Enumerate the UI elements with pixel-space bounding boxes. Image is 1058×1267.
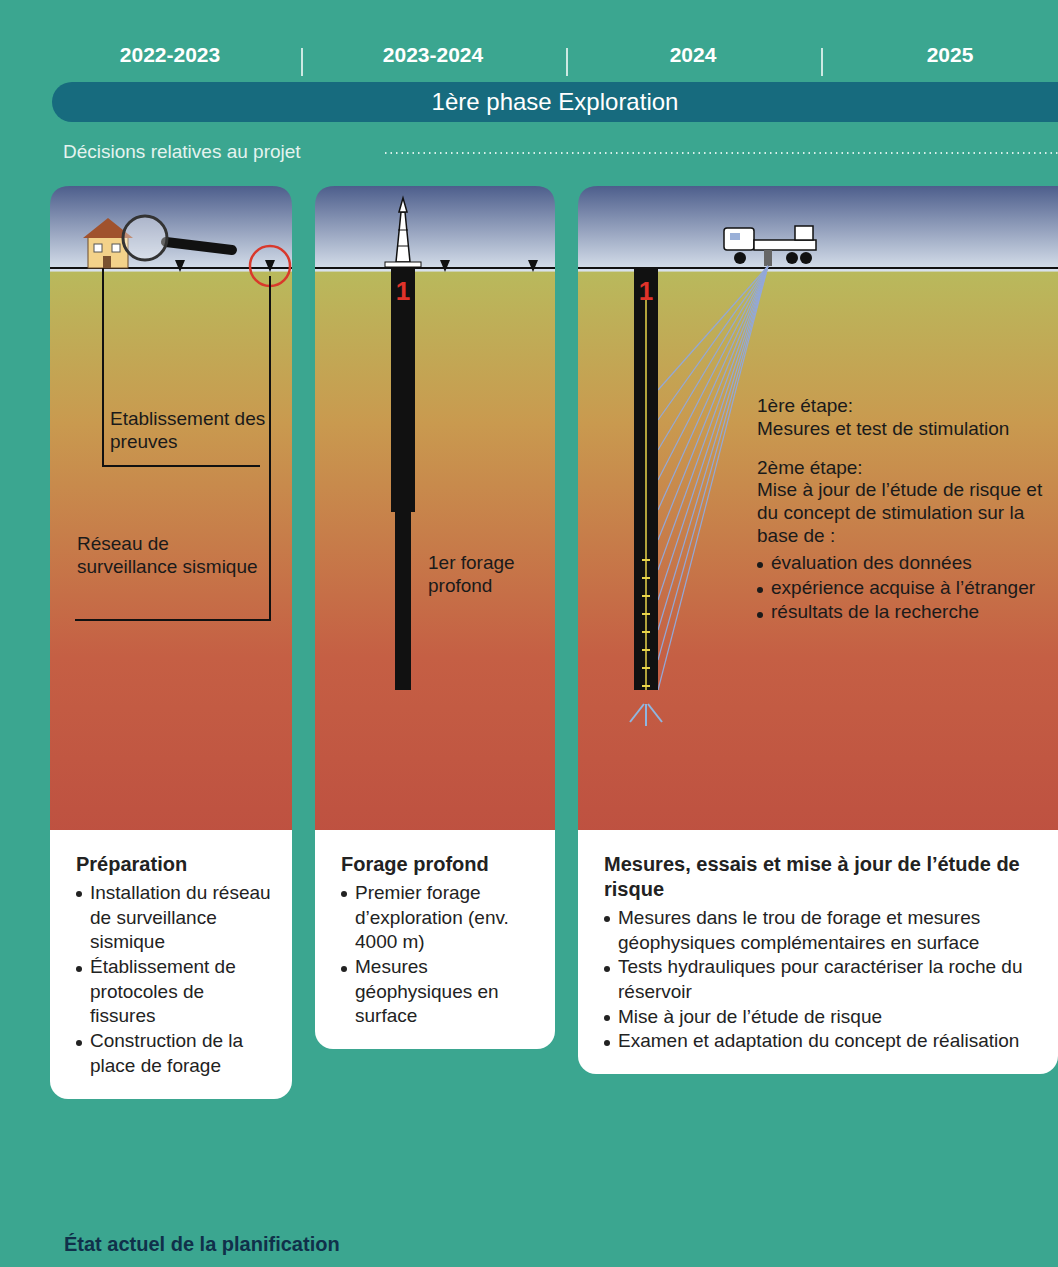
step-text: Mesures et test de stimulation	[757, 418, 1047, 441]
footer-note: État actuel de la planification	[64, 1232, 664, 1256]
truck-box	[795, 226, 813, 240]
step-label: 1ère étape:	[757, 395, 1047, 418]
derrick-strut	[397, 246, 409, 247]
borehole	[634, 268, 658, 690]
borehole	[391, 268, 415, 512]
sensor-mark	[642, 559, 650, 561]
illustration-label: Etablissement des preuves	[110, 408, 280, 454]
derrick-top	[399, 198, 407, 212]
panel-ground	[578, 186, 1058, 860]
bullet-item: Tests hydrauliques pour caractériser la …	[604, 955, 1038, 1004]
bullet-item: Établissement de protocoles de fissures	[76, 955, 272, 1029]
magnifier-icon	[123, 216, 232, 260]
year-label: 2022-2023	[90, 42, 250, 67]
step-card: PréparationInstallation du réseau de sur…	[50, 830, 292, 1099]
sensor-mark	[642, 577, 650, 579]
callout-number: 1	[391, 276, 415, 307]
borehole	[395, 510, 411, 690]
signal-ray	[658, 266, 768, 630]
separator	[301, 48, 303, 76]
step-card: Forage profondPremier forage d’explorati…	[315, 830, 555, 1049]
phase-title: 1ère phase Exploration	[432, 88, 679, 116]
sensor-mark	[642, 595, 650, 597]
sensor-marks	[642, 560, 650, 686]
panel-ground	[50, 186, 292, 860]
ground-line	[315, 267, 555, 269]
card-heading: Forage profond	[341, 852, 535, 877]
section-note: Décisions relatives au projet	[63, 141, 381, 164]
seismic-stations	[175, 260, 538, 272]
signal-ray	[658, 266, 768, 510]
signal-ray	[658, 266, 768, 540]
bullet-item: Examen et adaptation du concept de réali…	[604, 1029, 1038, 1054]
step-bullet: évaluation des données	[757, 552, 1052, 575]
wheel	[734, 252, 746, 264]
measurement-truck	[724, 226, 816, 266]
callout-number: 1	[634, 276, 658, 307]
window	[94, 244, 102, 252]
card-heading: Mesures, essais et mise à jour de l’étud…	[604, 852, 1038, 902]
truck-sensor	[764, 250, 772, 266]
signal-ray	[658, 266, 768, 420]
sensor-mark	[642, 613, 650, 615]
bullet-item: Mesures géophysiques en surface	[341, 955, 535, 1029]
step-label: 2ème étape:	[757, 457, 1047, 480]
sensor-mark	[642, 685, 650, 687]
truck-cab	[724, 228, 754, 250]
station-triangle	[440, 260, 450, 272]
bullet-item: Mesures dans le trou de forage et mesure…	[604, 906, 1038, 955]
sensor-mark	[642, 631, 650, 633]
panel-ground	[315, 186, 555, 860]
sensor-mark	[642, 667, 650, 669]
bullet-item: Mise à jour de l’étude de risque	[604, 1005, 1038, 1030]
door	[103, 256, 111, 268]
year-label: 2023-2024	[353, 42, 513, 67]
magnifier-handle	[166, 242, 232, 250]
drilling-rig	[385, 198, 421, 267]
separator	[566, 48, 568, 76]
wheel	[800, 252, 812, 264]
window	[112, 244, 120, 252]
illustration-label: 1er forage profond	[428, 552, 548, 598]
step-card: Mesures, essais et mise à jour de l’étud…	[578, 830, 1058, 1074]
phase-band: 1ère phase Exploration	[52, 82, 1058, 122]
step-text: Mise à jour de l’étude de risque et du c…	[757, 479, 1052, 547]
rig-platform	[385, 262, 421, 267]
signal-ray	[658, 266, 768, 690]
bullet-item: Installation du réseau de surveillance s…	[76, 881, 272, 955]
signal-rays	[658, 266, 768, 690]
signal-ray	[658, 266, 768, 570]
arrow-line	[630, 704, 644, 722]
truck-window	[730, 233, 740, 240]
wheel	[786, 252, 798, 264]
dotted-line	[385, 152, 1058, 154]
year-label: 2025	[890, 42, 1010, 67]
arrow-line	[645, 704, 647, 726]
station-triangle	[175, 260, 185, 272]
magnifier-lens	[123, 216, 167, 260]
step-bullet: expérience acquise à l’étranger	[757, 577, 1052, 600]
truck-trailer	[754, 240, 816, 250]
derrick	[396, 212, 410, 262]
signal-ray	[658, 266, 768, 600]
year-separators	[302, 48, 822, 76]
step-bullet: résultats de la recherche	[757, 601, 1052, 624]
injection-arrows	[630, 704, 662, 726]
derrick-strut	[398, 230, 408, 231]
signal-ray	[658, 266, 768, 450]
ground-lines	[50, 267, 1058, 269]
station-triangle	[528, 260, 538, 272]
year-label: 2024	[633, 42, 753, 67]
arrow-line	[648, 704, 662, 722]
bullet-item: Construction de la place de forage	[76, 1029, 272, 1078]
card-heading: Préparation	[76, 852, 272, 877]
station-triangle	[265, 260, 275, 272]
sensor-mark	[642, 649, 650, 651]
signal-ray	[658, 266, 768, 660]
illustration-label: Réseau de surveillance sismique	[77, 533, 262, 579]
ground-line	[50, 267, 292, 269]
separator	[821, 48, 823, 76]
bullet-item: Premier forage d’exploration (env. 4000 …	[341, 881, 535, 955]
